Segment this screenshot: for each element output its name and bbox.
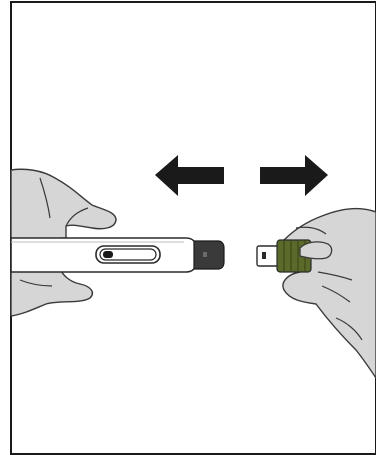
cap-tip <box>256 245 280 267</box>
pen-dark-end <box>193 240 225 270</box>
left-hand <box>10 168 117 317</box>
right-thumb <box>299 241 333 260</box>
pen-device <box>10 237 225 273</box>
arrow-right-icon <box>260 155 328 196</box>
arrow-left-icon <box>155 155 224 196</box>
